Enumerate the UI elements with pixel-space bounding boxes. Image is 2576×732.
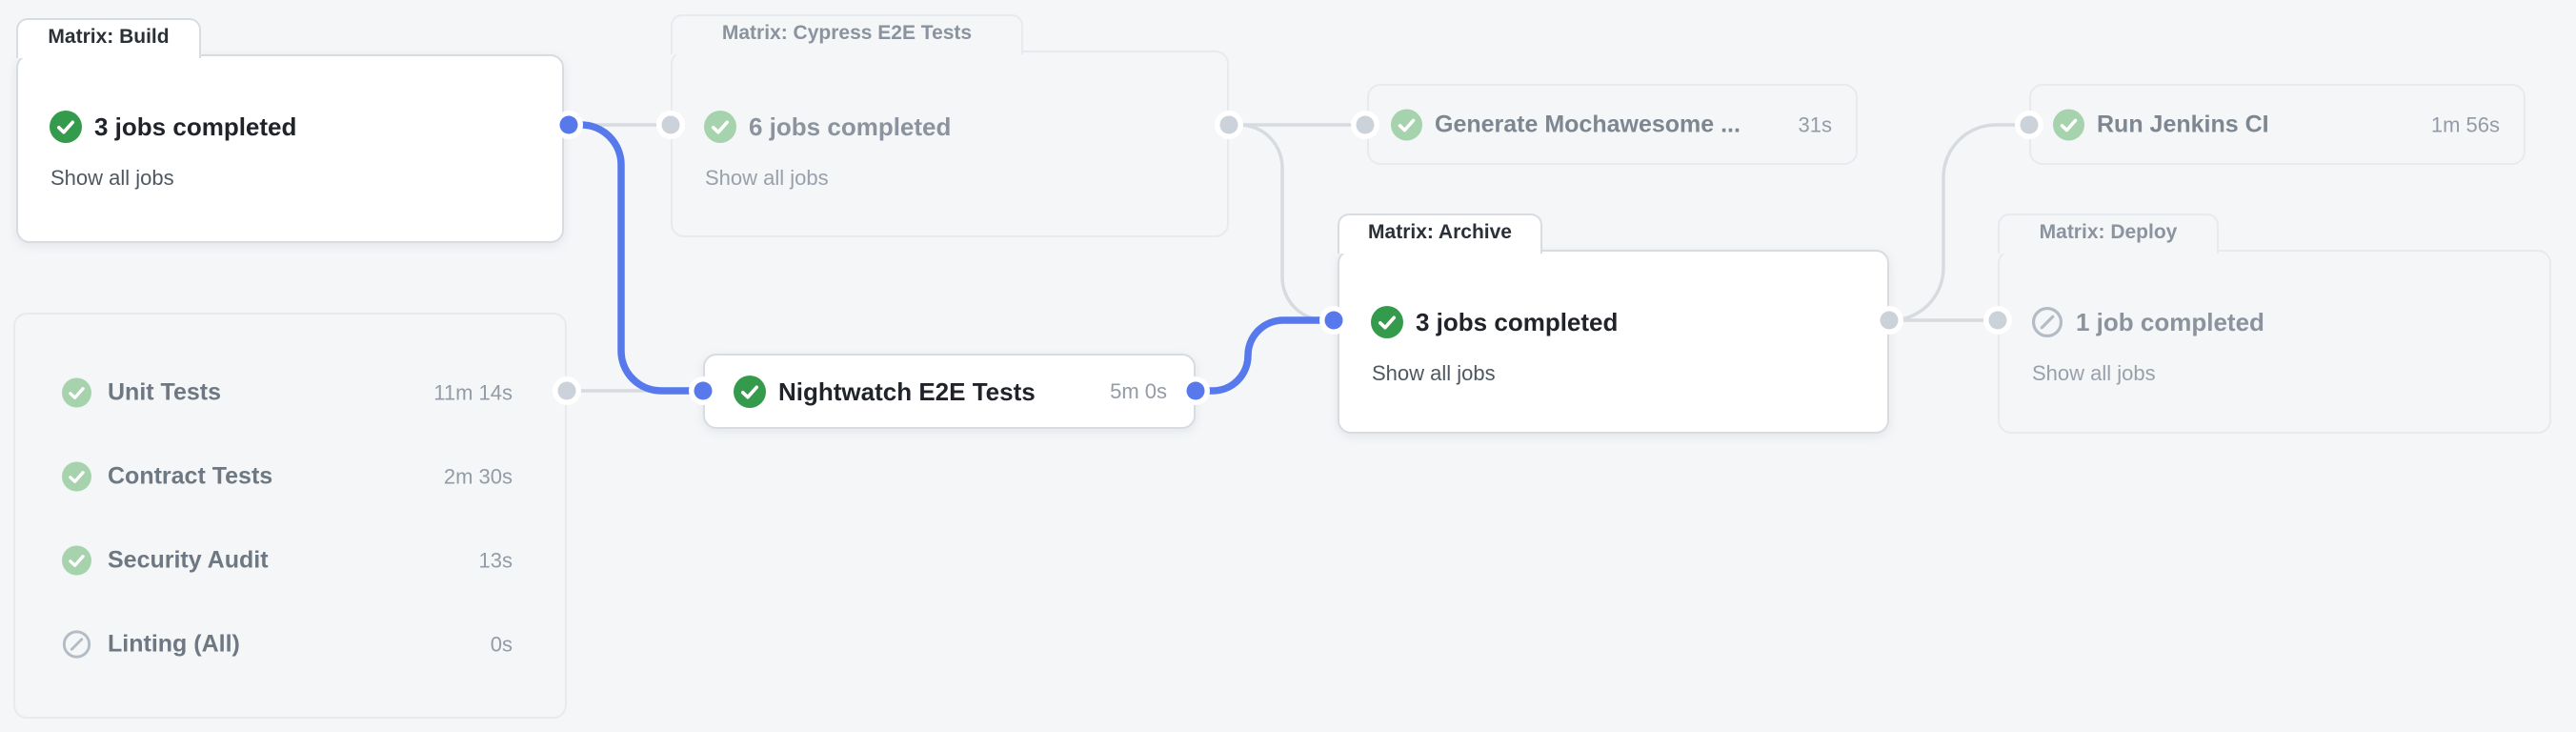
tab-matrix-archive[interactable]: Matrix: Archive: [1338, 214, 1542, 254]
job-label: Unit Tests: [108, 378, 221, 406]
node-title: 1 job completed: [2076, 307, 2264, 336]
node-title: Run Jenkins CI: [2097, 111, 2269, 138]
show-all-jobs-link[interactable]: Show all jobs: [1372, 361, 1496, 385]
node-matrix-cypress[interactable]: 6 jobs completed Show all jobs: [671, 51, 1229, 237]
job-label: Contract Tests: [108, 462, 273, 490]
tab-matrix-cypress-label: Matrix: Cypress E2E Tests: [721, 22, 973, 44]
success-icon: [62, 545, 91, 576]
tab-matrix-deploy[interactable]: Matrix: Deploy: [1998, 214, 2219, 254]
node-duration: 5m 0s: [1110, 379, 1167, 403]
tab-matrix-build-label: Matrix: Build: [48, 26, 170, 48]
job-list-row[interactable]: Security Audit 13s: [62, 545, 513, 576]
success-icon: [1371, 306, 1403, 338]
job-label: Security Audit: [108, 546, 269, 574]
tab-matrix-cypress[interactable]: Matrix: Cypress E2E Tests: [671, 14, 1023, 54]
show-all-jobs-link[interactable]: Show all jobs: [705, 166, 829, 190]
success-icon: [62, 377, 91, 408]
tab-matrix-deploy-label: Matrix: Deploy: [2039, 221, 2178, 243]
node-nightwatch-row: Nightwatch E2E Tests 5m 0s: [734, 376, 1167, 408]
show-all-jobs-link[interactable]: Show all jobs: [2032, 361, 2156, 385]
edge-nightwatch-archive: [1192, 316, 1338, 395]
node-generate-mochawesome-row: Generate Mochawesome ... 31s: [1391, 109, 1832, 141]
job-list-row[interactable]: Unit Tests 11m 14s: [62, 377, 513, 408]
tab-matrix-archive-label: Matrix: Archive: [1368, 221, 1512, 243]
job-duration: 2m 30s: [443, 464, 513, 488]
node-matrix-build[interactable]: 3 jobs completed Show all jobs: [16, 54, 564, 243]
job-duration: 13s: [478, 548, 513, 572]
node-generate-mochawesome[interactable]: Generate Mochawesome ... 31s: [1367, 84, 1858, 165]
job-list-card: Unit Tests 11m 14s Contract Tests 2m 30s…: [13, 313, 567, 719]
node-title: 3 jobs completed: [1416, 307, 1619, 336]
show-all-jobs-link[interactable]: Show all jobs: [50, 166, 174, 190]
job-label: Linting (All): [108, 630, 240, 658]
node-matrix-build-row: 3 jobs completed: [50, 111, 296, 143]
success-icon: [704, 111, 736, 143]
node-run-jenkins-ci[interactable]: Run Jenkins CI 1m 56s: [2029, 84, 2526, 165]
node-matrix-deploy-row: 1 job completed: [2031, 306, 2264, 338]
job-duration: 11m 14s: [433, 380, 513, 404]
node-matrix-archive[interactable]: 3 jobs completed Show all jobs: [1338, 250, 1889, 434]
job-list-row[interactable]: Linting (All) 0s: [62, 630, 513, 660]
job-list-row[interactable]: Contract Tests 2m 30s: [62, 461, 513, 492]
tab-matrix-build[interactable]: Matrix: Build: [16, 18, 201, 58]
success-icon: [734, 376, 766, 408]
skipped-icon: [62, 630, 91, 660]
node-matrix-cypress-row: 6 jobs completed: [704, 111, 951, 143]
node-title: 3 jobs completed: [94, 112, 297, 141]
node-title: Generate Mochawesome ...: [1435, 111, 1741, 138]
success-icon: [50, 111, 82, 143]
success-icon: [2053, 109, 2084, 141]
job-duration: 0s: [490, 632, 513, 656]
edge-cypress-archive: [1229, 123, 1334, 322]
node-duration: 31s: [1798, 112, 1832, 136]
node-matrix-deploy[interactable]: 1 job completed Show all jobs: [1998, 250, 2551, 434]
node-matrix-archive-row: 3 jobs completed: [1371, 306, 1618, 338]
node-duration: 1m 56s: [2430, 112, 2500, 136]
success-icon: [1391, 109, 1422, 141]
node-title: Nightwatch E2E Tests: [778, 376, 1036, 406]
node-title: 6 jobs completed: [749, 112, 952, 141]
node-run-jenkins-ci-row: Run Jenkins CI 1m 56s: [2053, 109, 2500, 141]
success-icon: [62, 461, 91, 492]
skipped-icon: [2031, 306, 2063, 338]
node-nightwatch[interactable]: Nightwatch E2E Tests 5m 0s: [703, 354, 1196, 429]
